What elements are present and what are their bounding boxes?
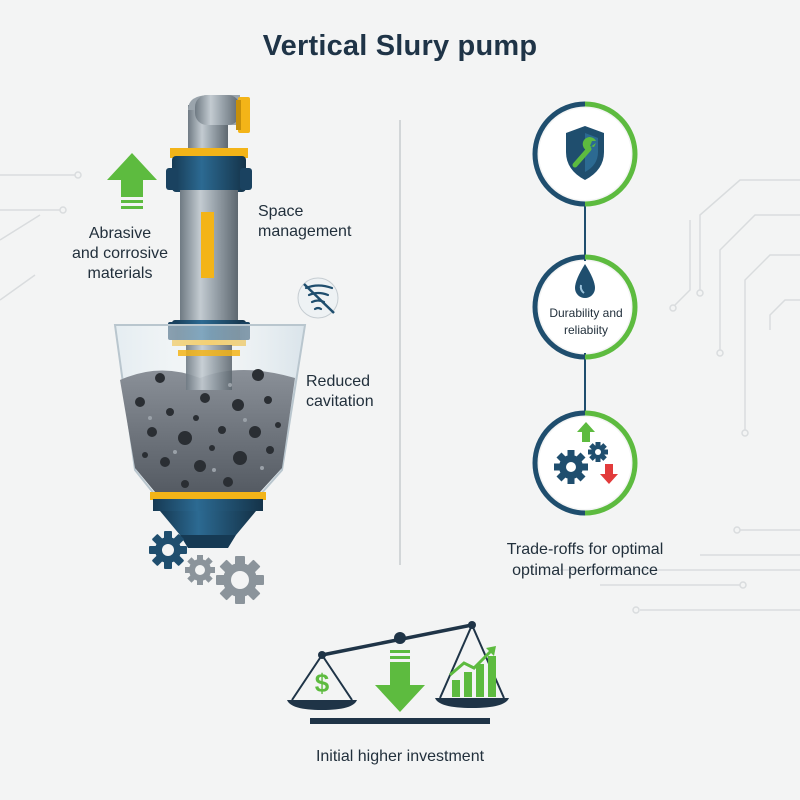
tradeoff-circle: [532, 410, 638, 516]
cavitation-label-line-1: Reduced: [306, 373, 371, 390]
water-drop-icon: [575, 264, 595, 298]
abrasive-label-line-2: and corrosive: [71, 245, 169, 262]
gear-icon: [149, 531, 264, 604]
space-management-label: Space management: [258, 202, 418, 242]
pump-assembly: [113, 95, 307, 548]
no-vortex-icon: [297, 277, 339, 319]
abrasive-label-line-1: Abrasive: [88, 225, 152, 242]
abrasive-label: Abrasive and corrosive materials: [50, 224, 190, 284]
investment-label: Initial higher investment: [315, 748, 485, 765]
space-label-line-1: Space: [258, 203, 304, 220]
durability-label: Durability and reliabiity: [540, 305, 632, 339]
arrow-down-icon: [375, 650, 425, 712]
tradeoff-label-line-1: Trade-roffs for optimal: [506, 541, 664, 558]
balance-scale-icon: [287, 621, 509, 724]
shield-wrench-icon: [566, 126, 604, 180]
page-title: Vertical Slury pump: [262, 30, 538, 62]
reduced-cavitation-label: Reduced cavitation: [306, 372, 426, 412]
dollar-icon: $: [315, 668, 330, 698]
cavitation-label-line-2: cavitation: [306, 393, 374, 410]
space-label-line-2: management: [258, 223, 352, 240]
tradeoff-label-line-2: optimal performance: [512, 562, 658, 579]
growth-chart-icon: [449, 646, 496, 697]
arrow-up-icon: [107, 153, 157, 209]
durability-label-line-1: Durability and: [549, 306, 623, 320]
circuit-decoration: [0, 171, 800, 614]
durability-circle-2: [532, 254, 638, 360]
gears-arrows-icon: [554, 422, 618, 484]
durability-label-line-2: reliabiity: [563, 323, 608, 337]
abrasive-label-line-3: materials: [87, 265, 153, 282]
tradeoff-label: Trade-roffs for optimal optimal performa…: [470, 539, 700, 581]
